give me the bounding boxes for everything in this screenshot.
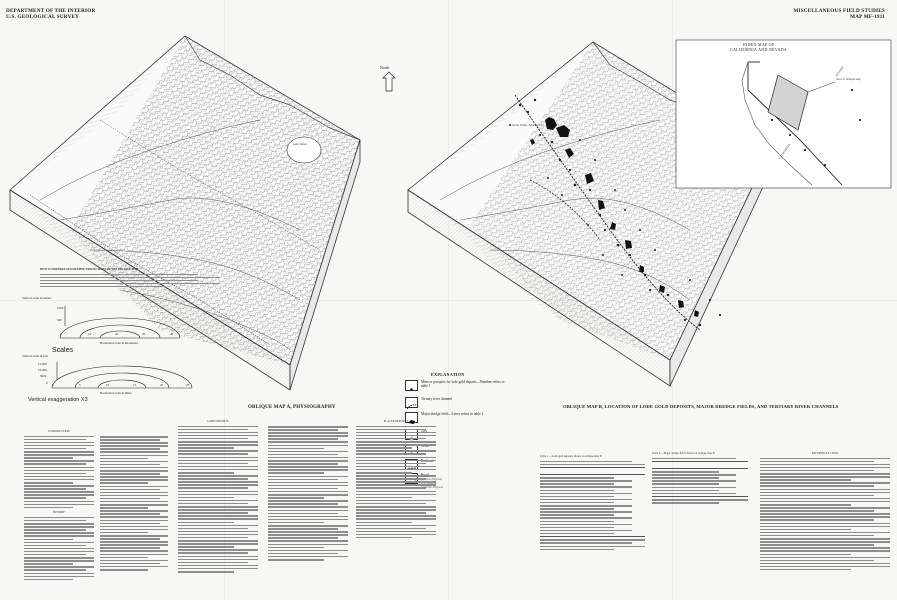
mine-dots: [509, 98, 722, 327]
vertical-scale-feet-label: Vertical scale in feet: [22, 354, 48, 358]
placer-title: PLACER DEPOSITS: [383, 420, 409, 423]
tick-km: 30: [142, 332, 146, 336]
tick-km: 40: [170, 332, 174, 336]
mine-icon: [405, 380, 418, 391]
table1-title: Table 1.—Lode gold deposits shown on obl…: [540, 455, 602, 458]
fold-line: [448, 0, 449, 600]
table2-title: Table 2.—Major dredge fields shown on ob…: [652, 452, 715, 455]
tick-km: 20: [115, 332, 119, 336]
placer-column: PLACER DEPOSITS: [356, 420, 436, 540]
map-b-caption: OBLIQUE MAP B, LOCATION OF LODE GOLD DEP…: [563, 404, 839, 409]
index-title-line1: INDEX MAP OF: [742, 42, 775, 47]
tick-km: 10: [88, 332, 92, 336]
study-area-box: [767, 74, 809, 131]
refs-title: REFERENCES CITED: [811, 452, 839, 455]
gold-deposit-markers: [530, 117, 699, 317]
index-map-title: INDEX MAP OF CALIFORNIA AND NEVADA: [730, 42, 787, 52]
lode-column: LODE DEPOSITS: [178, 420, 258, 574]
tick-mi: 20: [160, 383, 164, 387]
table-1: Table 1.—Lode gold deposits shown on obl…: [540, 455, 645, 552]
index-title-line2: CALIFORNIA AND NEVADA: [730, 47, 788, 52]
tick-m: 500: [57, 318, 62, 322]
table-2: Table 2.—Major dredge fields shown on ob…: [652, 452, 748, 505]
tick-ft: 5000: [40, 374, 47, 378]
intro-column: INTRODUCTION HISTORY: [24, 430, 94, 582]
city-label: Grass Valley–Nevada City: [512, 123, 544, 127]
lode-column-2: [268, 420, 348, 562]
references-column: REFERENCES CITED: [760, 452, 890, 572]
fold-line: [0, 300, 897, 301]
vertical-exaggeration: Vertical exaggeration X3: [28, 397, 88, 403]
header-left: DEPARTMENT OF THE INTERIOR U.S. GEOLOGIC…: [6, 8, 95, 20]
intro-column-2: [100, 430, 168, 572]
vertical-scale-meters-label: Vertical scale in meters: [22, 296, 52, 300]
lake-tahoe-shape: [286, 136, 322, 164]
lode-title: LODE DEPOSITS: [207, 420, 229, 423]
explanation-title: EXPLANATION: [431, 372, 465, 377]
scales-title: Scales: [52, 347, 74, 354]
how-to-block: HOW TO PREPARE GEOGRAPHIC PROJECTIONS OF…: [40, 268, 220, 289]
tertiary-channel-line: [514, 94, 701, 331]
series-line: MISCELLANEOUS FIELD STUDIES: [793, 8, 885, 14]
scale-graphics: [51, 306, 193, 389]
how-to-title: HOW TO PREPARE GEOGRAPHIC PROJECTIONS OF…: [40, 268, 139, 271]
channel-icon: [405, 397, 418, 410]
intro-title: INTRODUCTION: [48, 430, 70, 433]
history-title: HISTORY: [53, 511, 65, 515]
north-label: North: [380, 65, 390, 70]
tick-ft: 0: [46, 381, 48, 385]
horizontal-scale-miles-label: Horizontal scale in miles: [100, 391, 132, 395]
survey-line: U.S. GEOLOGICAL SURVEY: [6, 14, 80, 20]
header-right: MISCELLANEOUS FIELD STUDIES MAP MF-1911: [793, 8, 885, 20]
horizontal-scale-km-label: Horizontal scale in kilometers: [100, 341, 139, 345]
index-map: [675, 39, 892, 189]
tick-ft: 15,000: [38, 362, 47, 366]
tick-mi: 10: [106, 383, 110, 387]
tick-mi: 5: [79, 383, 81, 387]
lake-label: Lake Tahoe: [293, 142, 307, 146]
tick-km: 0: [60, 332, 62, 336]
map-a-block: [9, 35, 361, 391]
tick-ft: 10,000: [38, 368, 47, 372]
dredge-icon: [405, 412, 418, 424]
tick-mi: 0: [52, 383, 54, 387]
agency-line: DEPARTMENT OF THE INTERIOR: [6, 8, 96, 14]
map-number: MAP MF-1911: [850, 14, 885, 20]
tick-m: 1000: [57, 306, 64, 310]
north-arrow: [382, 71, 396, 92]
tick-mi: 15: [133, 383, 137, 387]
tick-mi: 25: [186, 383, 190, 387]
area-label: Area of oblique map: [836, 77, 861, 81]
map-a-caption: OBLIQUE MAP A, PHYSIOGRAPHY: [248, 405, 336, 410]
